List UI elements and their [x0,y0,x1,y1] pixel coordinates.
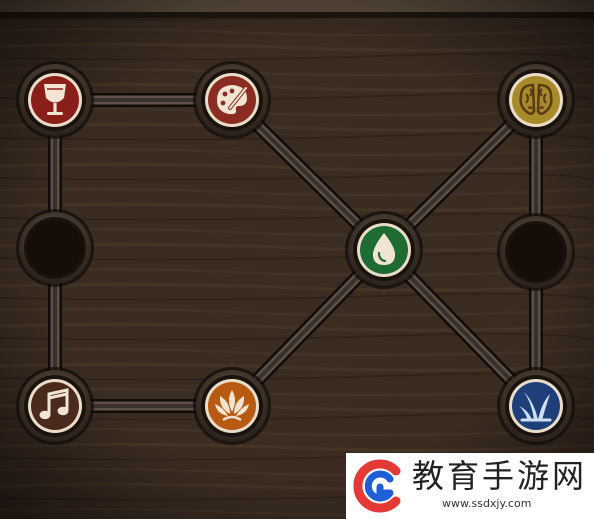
token-face [512,76,560,124]
token-face [512,382,560,430]
empty-slot-icon [508,224,564,280]
node-top-left[interactable] [16,61,94,139]
node-top-center[interactable] [193,61,271,139]
token-face [31,382,79,430]
site-logo-icon [353,459,401,513]
wine-goblet-icon [44,84,66,115]
watermark: 教育手游网 www.ssdxjy.com [346,453,594,519]
node-center[interactable] [345,211,423,289]
watermark-title: 教育手游网 [412,457,588,495]
node-bottom-right[interactable] [497,367,575,445]
node-mid-left[interactable] [16,209,94,287]
node-bottom-left[interactable] [16,367,94,445]
node-mid-right[interactable] [497,213,575,291]
water-drop-icon [372,233,396,265]
lotus-flower-icon [215,390,249,422]
grass-leaves-icon [519,392,552,422]
watermark-url: www.ssdxjy.com [442,497,532,510]
node-top-right[interactable] [497,61,575,139]
node-bottom-center[interactable] [193,367,271,445]
brain-icon [519,83,553,115]
empty-slot-icon [27,220,83,276]
puzzle-nodes [16,61,575,445]
music-note-icon [39,388,69,420]
palette-icon [216,85,248,115]
